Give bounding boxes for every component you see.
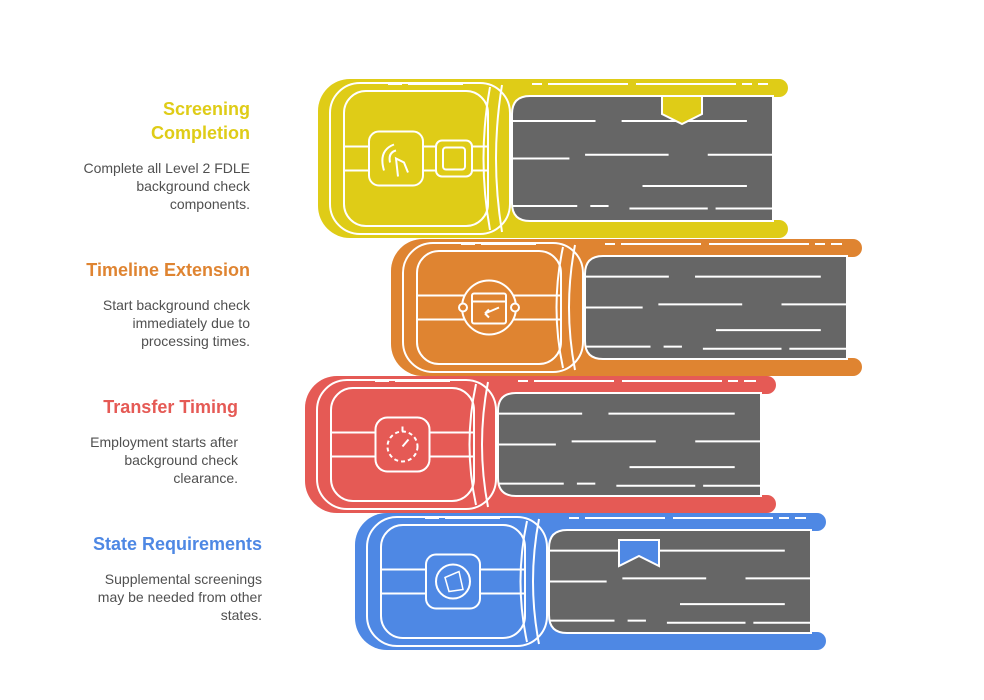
rivet	[458, 302, 468, 313]
spine-outline	[329, 82, 511, 235]
title-line: Timeline Extension	[86, 260, 250, 280]
book-cover-bottom	[458, 495, 776, 513]
arrow	[484, 306, 500, 319]
desc-line: Supplemental screenings	[104, 571, 262, 587]
spine-curve	[555, 246, 564, 369]
spine-curve	[532, 518, 540, 645]
title-line: Transfer Timing	[103, 397, 238, 417]
spine-panel	[416, 250, 562, 365]
desc-line: Complete all Level 2 FDLE	[83, 160, 250, 176]
spine-outline	[402, 242, 584, 373]
desc-line: Employment starts after	[90, 434, 238, 450]
desc-line: immediately due to	[132, 315, 250, 331]
book-3	[305, 376, 776, 513]
item-description: Supplemental screenings may be needed fr…	[2, 570, 262, 624]
book-1	[318, 79, 788, 238]
desc-line: components.	[169, 196, 250, 212]
title-line: Completion	[151, 123, 250, 143]
title-line: State Requirements	[92, 534, 262, 554]
book-pages	[584, 255, 848, 360]
spine-outline	[316, 379, 497, 510]
icon-frame	[374, 416, 431, 473]
spine-curve	[519, 520, 528, 643]
book-pages	[511, 95, 774, 222]
spine-panel	[343, 90, 489, 227]
desc-line: background check	[136, 178, 250, 194]
item-transfer-timing: Transfer Timing Employment starts after …	[0, 395, 238, 487]
stopwatch-hand	[401, 438, 410, 448]
network-globe-icon	[425, 553, 481, 610]
book-2	[391, 239, 862, 376]
hand-shape	[381, 143, 409, 177]
spine-outline	[366, 516, 548, 647]
stopwatch-icon	[374, 416, 431, 473]
buckle-icon	[435, 139, 473, 178]
item-description: Start background check immediately due t…	[10, 296, 250, 350]
item-title: State Requirements	[2, 532, 262, 556]
hand-touch-icon	[368, 130, 424, 187]
item-description: Employment starts after background check…	[0, 433, 238, 487]
book-pages	[548, 529, 812, 634]
book-cover-bottom	[545, 358, 862, 376]
item-description: Complete all Level 2 FDLE background che…	[30, 159, 250, 213]
buckle-inner	[442, 146, 466, 171]
spine-curve	[468, 383, 477, 506]
desc-line: may be needed from other	[97, 589, 262, 605]
item-title: Screening Completion	[30, 97, 250, 145]
desc-line: states.	[220, 607, 262, 623]
bookmark-ribbon	[618, 539, 660, 568]
spine-panel	[380, 524, 526, 639]
icon-frame	[425, 553, 481, 610]
item-timeline-extension: Timeline Extension Start background chec…	[10, 258, 250, 350]
book-cover-bottom	[509, 632, 826, 650]
globe	[435, 563, 471, 600]
title-line: Screening	[162, 99, 250, 119]
desc-line: Start background check	[102, 297, 250, 313]
icon-frame	[461, 279, 517, 336]
rivet	[510, 302, 520, 313]
item-title: Timeline Extension	[10, 258, 250, 282]
desc-line: processing times.	[141, 333, 250, 349]
desc-line: clearance.	[173, 470, 238, 486]
item-state-requirements: State Requirements Supplemental screenin…	[2, 532, 262, 624]
item-title: Transfer Timing	[0, 395, 238, 419]
spine-panel	[330, 387, 475, 502]
item-screening-completion: Screening Completion Complete all Level …	[30, 97, 250, 213]
book-4	[355, 513, 826, 650]
bookmark-ribbon	[661, 95, 703, 126]
desc-line: background check	[124, 452, 238, 468]
spine-curve	[482, 86, 491, 231]
spine-curve	[495, 84, 503, 233]
network	[444, 570, 464, 593]
calendar-arrow-icon	[458, 279, 520, 336]
spine-curve	[568, 244, 576, 371]
book-cover-bottom	[472, 220, 788, 238]
book-pages	[497, 392, 762, 497]
calendar-body	[471, 292, 507, 325]
spine-curve	[481, 381, 489, 508]
